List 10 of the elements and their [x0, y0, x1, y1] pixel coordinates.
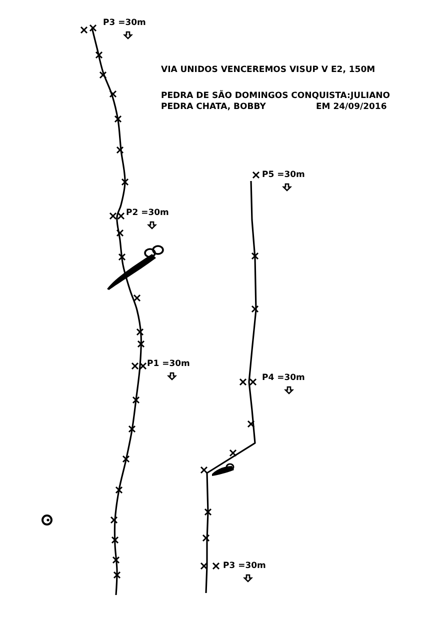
- date-note: EM 24/09/2016: [316, 103, 387, 112]
- station-label: P2 =30m: [126, 209, 169, 218]
- station-label: P5 =30m: [262, 171, 305, 180]
- note: PEDRA CHATA, BOBBY: [161, 103, 266, 112]
- station-label: P4 =30m: [262, 374, 305, 382]
- station-label: P3 =30m: [103, 19, 146, 28]
- station-label: P1 =30m: [147, 360, 190, 368]
- note: PEDRA DE SÃO DOMINGOS CONQUISTA:JULIANO: [161, 92, 390, 100]
- title: VIA UNIDOS VENCEREMOS VISUP V E2, 150M: [161, 66, 376, 74]
- station-label: P3 =30m: [223, 562, 266, 570]
